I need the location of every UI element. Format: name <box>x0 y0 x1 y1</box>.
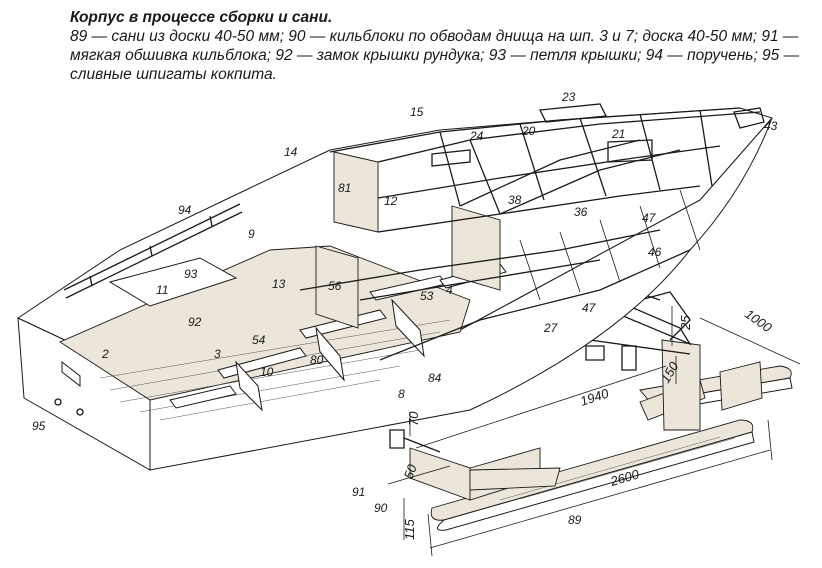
dim-115: 115 <box>402 519 417 540</box>
label-46: 46 <box>648 245 662 259</box>
label-47-mid: 47 <box>582 301 597 315</box>
label-13: 13 <box>272 277 286 291</box>
label-38: 38 <box>508 193 522 207</box>
caption-title: Корпус в процессе сборки и сани. <box>70 9 333 26</box>
label-95: 95 <box>32 419 46 433</box>
label-8: 8 <box>398 387 405 401</box>
label-56: 56 <box>328 279 342 293</box>
label-47-top: 47 <box>642 211 657 225</box>
part-labels: 23 43 15 24 20 21 14 81 12 38 36 47 94 9… <box>32 90 778 527</box>
label-81: 81 <box>338 181 351 195</box>
label-24: 24 <box>469 129 484 143</box>
dimension-labels: 25 1000 150 1940 70 50 115 2600 <box>401 306 775 540</box>
label-10: 10 <box>260 365 274 379</box>
label-14: 14 <box>284 145 298 159</box>
label-94: 94 <box>178 203 192 217</box>
figure-caption: Корпус в процессе сборки и сани. 89 — са… <box>70 8 810 84</box>
label-43: 43 <box>764 119 778 133</box>
label-36: 36 <box>574 205 588 219</box>
label-53: 53 <box>420 289 434 303</box>
dim-70: 70 <box>406 411 421 426</box>
label-2: 2 <box>101 347 109 361</box>
label-84: 84 <box>428 371 442 385</box>
dim-25: 25 <box>678 315 693 331</box>
label-89: 89 <box>568 513 582 527</box>
label-80: 80 <box>310 353 324 367</box>
sled-illustration <box>389 289 793 531</box>
label-20: 20 <box>521 124 536 138</box>
label-11: 11 <box>156 283 168 297</box>
label-12: 12 <box>384 194 398 208</box>
label-23: 23 <box>561 90 576 104</box>
label-21: 21 <box>611 127 625 141</box>
dim-1000: 1000 <box>742 306 775 335</box>
label-92: 92 <box>188 315 202 329</box>
dim-1940: 1940 <box>578 385 611 408</box>
label-4: 4 <box>446 283 453 297</box>
label-3: 3 <box>214 347 221 361</box>
dim-50: 50 <box>401 462 420 481</box>
label-27: 27 <box>543 321 559 335</box>
label-91: 91 <box>352 485 365 499</box>
boat-hull <box>16 103 773 471</box>
label-93: 93 <box>184 267 198 281</box>
label-15: 15 <box>410 105 424 119</box>
dimension-lines <box>387 306 801 557</box>
caption-text: 89 — сани из доски 40-50 мм; 90 — кильбл… <box>70 28 800 83</box>
label-9: 9 <box>248 227 255 241</box>
label-54: 54 <box>252 333 266 347</box>
label-90: 90 <box>374 501 388 515</box>
